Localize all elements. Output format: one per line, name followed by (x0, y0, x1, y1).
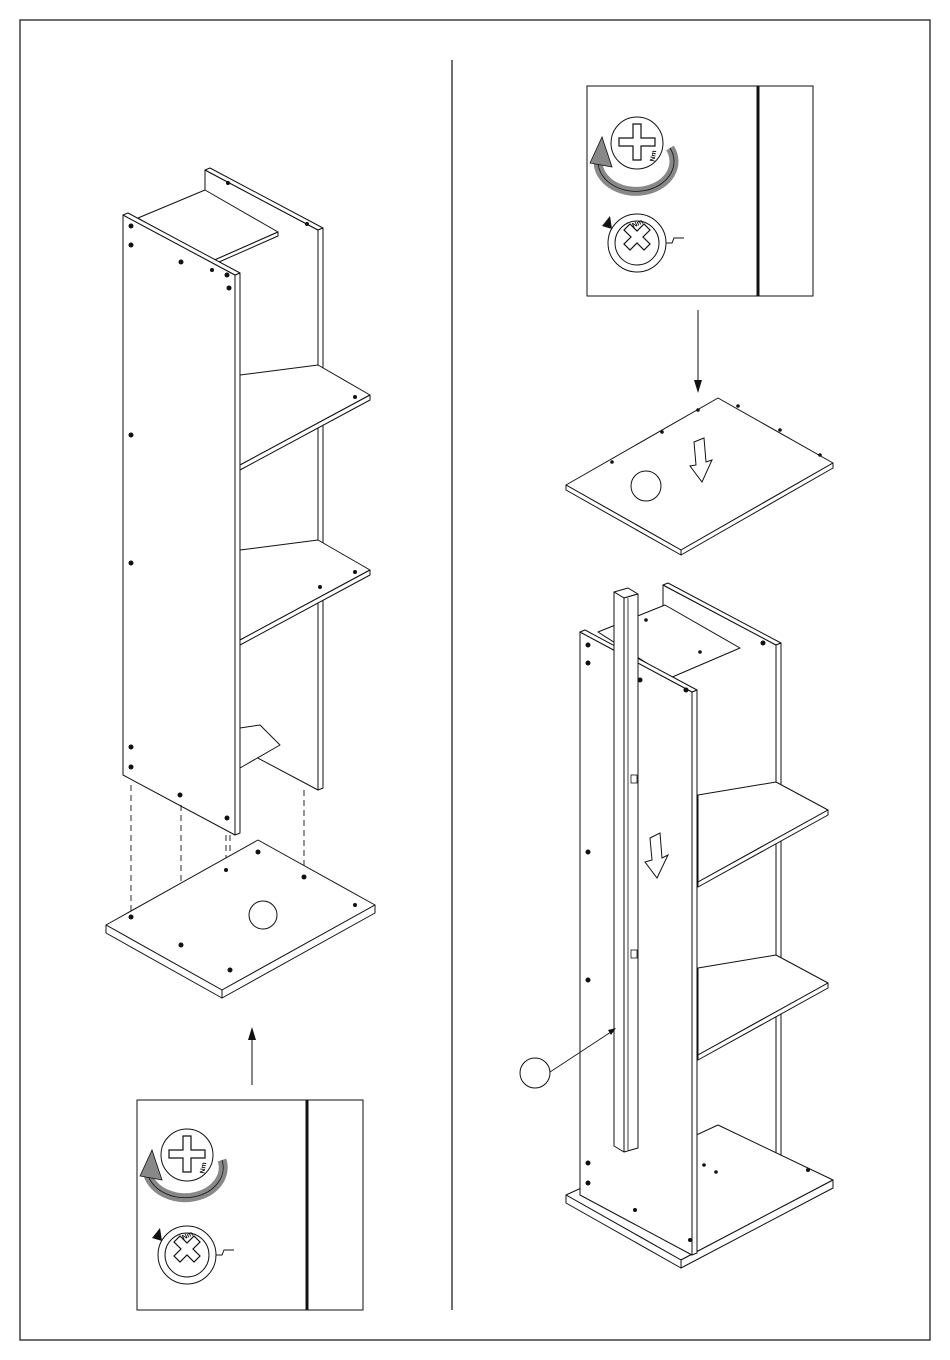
right-tool-box: Nm Nm (587, 86, 813, 296)
back-rail (614, 588, 638, 1152)
front-panel (123, 215, 235, 835)
left-tool-box: Nm Nm (137, 1100, 363, 1310)
base-plate (106, 840, 375, 990)
left-step-diagram (106, 168, 375, 1085)
right-step-diagram (520, 310, 833, 1268)
rail-callout-circle (520, 1058, 550, 1088)
